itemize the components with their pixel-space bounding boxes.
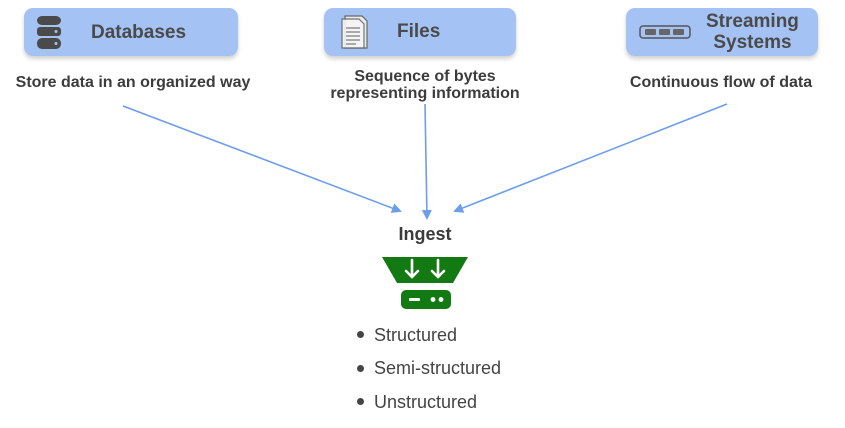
file-icon <box>340 15 368 54</box>
data-types-list: Structured Semi-structured Unstructured <box>357 318 501 419</box>
database-icon <box>36 15 62 56</box>
stream-icon <box>639 25 691 44</box>
files-box: Files <box>324 8 516 56</box>
arrow-databases-to-ingest <box>122 105 402 213</box>
ingest-funnel-icon <box>380 256 472 319</box>
databases-title: Databases <box>91 22 187 43</box>
bullet <box>357 364 364 372</box>
databases-caption: Store data in an organized way <box>15 74 251 91</box>
streaming-systems-title: Streaming Systems <box>706 11 799 53</box>
streaming-systems-caption: Continuous flow of data <box>629 74 813 91</box>
files-title: Files <box>397 21 441 42</box>
list-item: Unstructured <box>357 385 501 419</box>
ingest-title: Ingest <box>398 224 452 244</box>
streaming-systems-box: Streaming Systems <box>626 8 818 56</box>
list-item: Structured <box>357 318 501 352</box>
arrow-streaming-to-ingest <box>453 103 728 213</box>
list-item: Semi-structured <box>357 352 501 386</box>
databases-box: Databases <box>24 8 238 56</box>
bullet <box>357 398 364 406</box>
files-caption: Sequence of bytes representing informati… <box>330 68 520 102</box>
bullet <box>357 331 364 339</box>
arrow-files-to-ingest <box>421 103 432 220</box>
